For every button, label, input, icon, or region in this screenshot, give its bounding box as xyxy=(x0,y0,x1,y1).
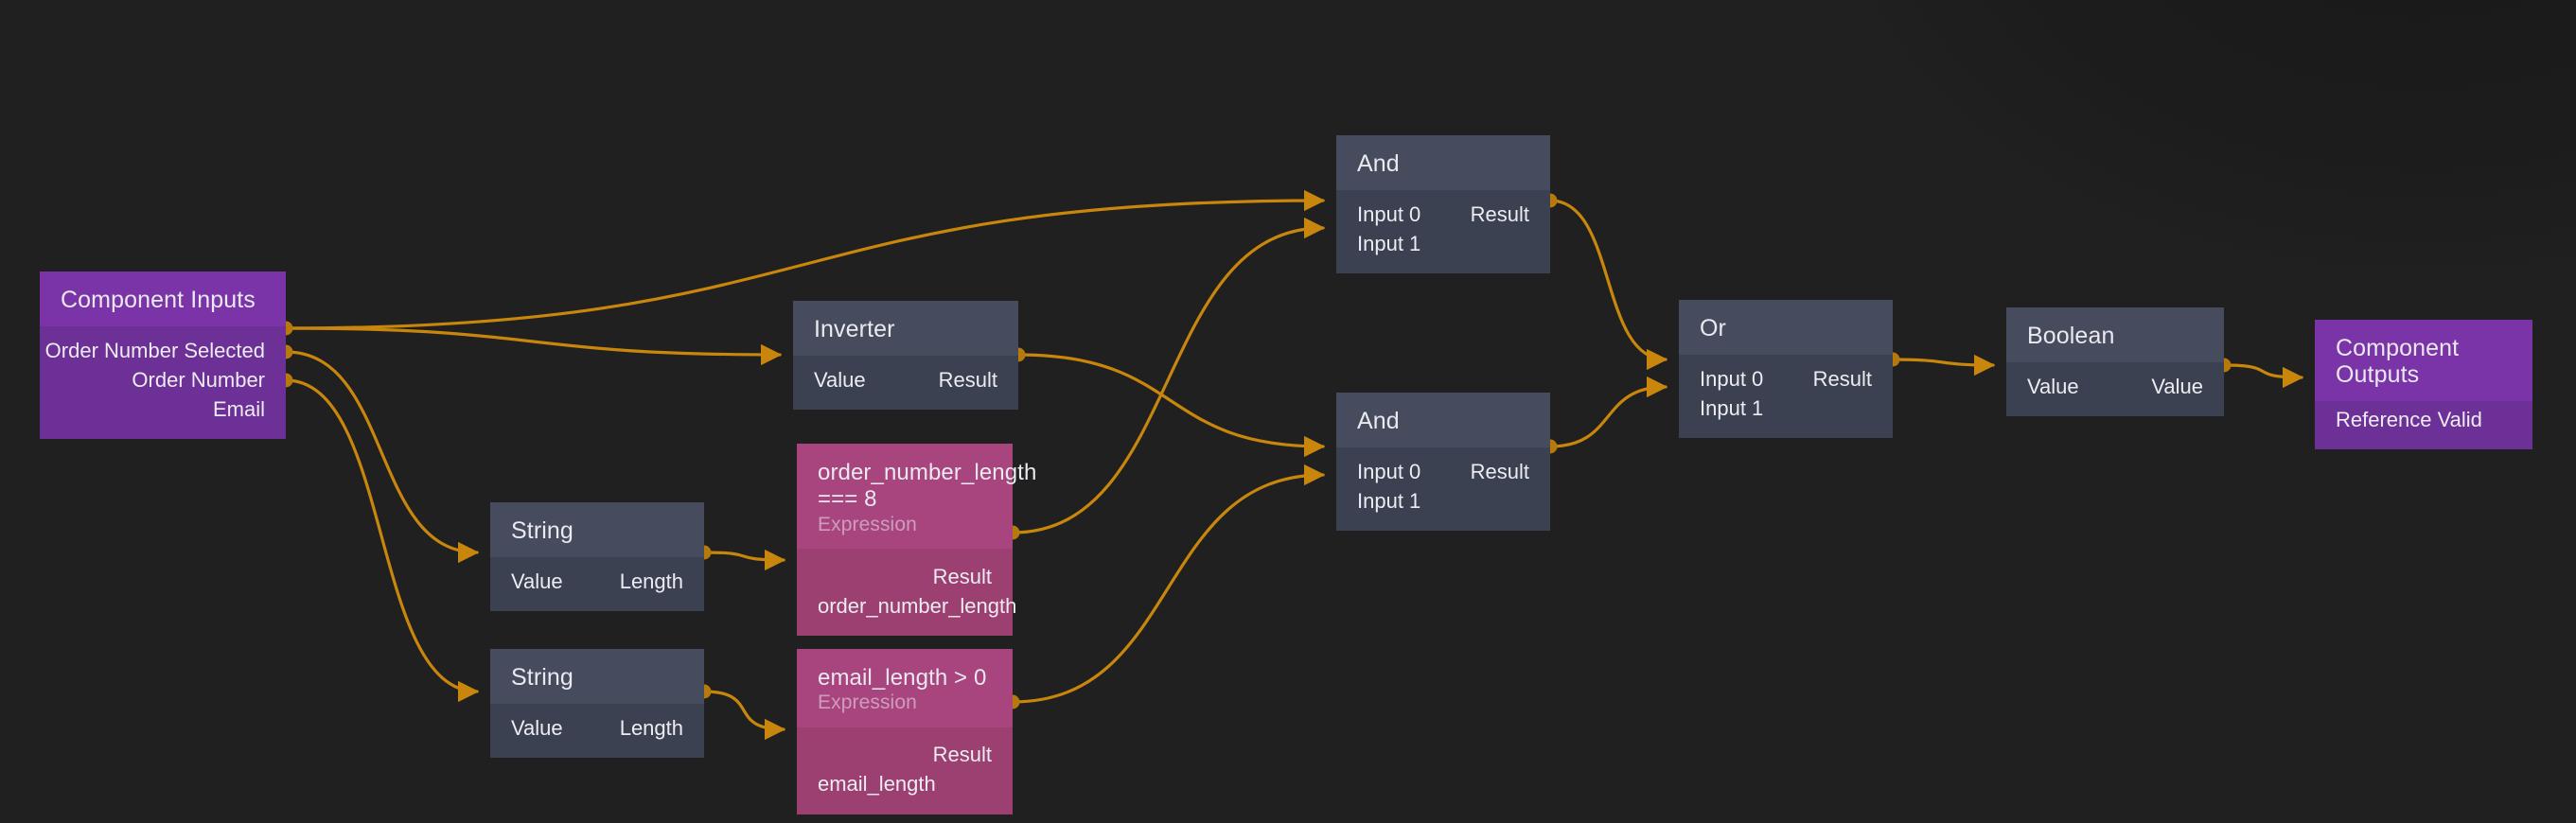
node-title: And xyxy=(1336,135,1550,190)
port-label: Order Number Selected xyxy=(44,338,265,362)
port-label: Result xyxy=(932,564,992,588)
connection-wire[interactable] xyxy=(1011,217,1326,534)
node-body: Input 0 Result Input 1 xyxy=(1679,355,1893,438)
port-row-value-length[interactable]: Value Length xyxy=(490,713,704,743)
node-title: String xyxy=(490,649,704,704)
port-in-email-length[interactable]: email_length xyxy=(797,770,1013,799)
port-out-order-number[interactable]: Order Number xyxy=(40,365,286,394)
connection-wire[interactable] xyxy=(2222,363,2304,389)
connection-wire[interactable] xyxy=(1548,376,1668,448)
node-body: Input 0 Result Input 1 xyxy=(1336,447,1550,531)
node-string-1[interactable]: String Value Length xyxy=(490,502,704,611)
node-expression-email-length[interactable]: email_length > 0 Expression Result email… xyxy=(797,649,1013,814)
port-label: Reference Valid xyxy=(2336,407,2482,431)
port-in-input-1[interactable]: Input 1 xyxy=(1679,394,1893,423)
node-body: Input 0 Result Input 1 xyxy=(1336,190,1550,273)
port-out-result[interactable]: Result xyxy=(797,562,1013,591)
node-title: email_length > 0 Expression xyxy=(797,649,1013,727)
node-expression-order-number-length[interactable]: order_number_length === 8 Expression Res… xyxy=(797,444,1036,637)
port-label: order_number_length xyxy=(818,593,1017,618)
port-label: Result xyxy=(932,743,992,767)
node-subtitle: Expression xyxy=(818,513,917,535)
port-dots-group xyxy=(278,193,2232,709)
expression-text: email_length > 0 xyxy=(818,665,987,691)
port-in-input-0-label: Input 0 xyxy=(1700,366,1764,391)
port-out-result-label: Result xyxy=(938,367,997,392)
port-row-input0-result[interactable]: Input 0 Result xyxy=(1679,364,1893,394)
port-out-length-label: Length xyxy=(619,569,683,593)
connection-wire[interactable] xyxy=(284,350,480,564)
port-in-value-label: Value xyxy=(511,569,563,593)
port-in-input-0-label: Input 0 xyxy=(1357,459,1421,483)
connection-wire[interactable] xyxy=(702,690,786,741)
port-in-value-label: Value xyxy=(2027,374,2079,398)
port-label: Order Number xyxy=(132,367,265,392)
port-in-value-label: Value xyxy=(814,367,866,392)
port-row-value-value[interactable]: Value Value xyxy=(2006,372,2224,401)
port-out-email[interactable]: Email xyxy=(40,394,286,424)
port-out-result-label: Result xyxy=(1470,459,1529,483)
node-title: Or xyxy=(1679,300,1893,355)
node-component-inputs[interactable]: Component Inputs Order Number Selected O… xyxy=(40,271,286,439)
node-body: Result order_number_length xyxy=(797,549,1017,637)
connection-wire[interactable] xyxy=(284,378,480,703)
port-in-input-1[interactable]: Input 1 xyxy=(1336,486,1550,516)
port-in-reference-valid[interactable]: Reference Valid xyxy=(2315,405,2532,434)
connection-wire[interactable] xyxy=(702,549,786,571)
port-out-result[interactable]: Result xyxy=(797,741,1013,770)
node-title: String xyxy=(490,502,704,557)
node-and-1[interactable]: And Input 0 Result Input 1 xyxy=(1336,135,1550,273)
node-inverter[interactable]: Inverter Value Result xyxy=(793,301,1018,410)
port-row-value-length[interactable]: Value Length xyxy=(490,567,704,596)
port-row-input0-result[interactable]: Input 0 Result xyxy=(1336,457,1550,486)
connection-wire[interactable] xyxy=(284,326,783,366)
port-out-result-label: Result xyxy=(1470,201,1529,226)
node-string-2[interactable]: String Value Length xyxy=(490,649,704,758)
node-body: Value Length xyxy=(490,557,704,611)
node-body: Result email_length xyxy=(797,727,1013,814)
node-title: Component Inputs xyxy=(40,271,286,326)
connection-wire[interactable] xyxy=(1891,354,1996,376)
port-in-value-label: Value xyxy=(511,715,563,740)
connection-wire[interactable] xyxy=(1011,464,1326,704)
port-out-length-label: Length xyxy=(619,715,683,740)
port-label: Input 1 xyxy=(1357,488,1421,513)
node-title: Inverter xyxy=(793,301,1018,356)
node-title: order_number_length === 8 Expression xyxy=(797,444,1036,550)
port-out-result-label: Result xyxy=(1812,366,1872,391)
node-component-outputs[interactable]: Component Outputs Reference Valid xyxy=(2315,320,2532,449)
node-title: And xyxy=(1336,393,1550,447)
port-label: email_length xyxy=(818,772,936,797)
node-body: Order Number Selected Order Number Email xyxy=(40,326,286,439)
node-boolean[interactable]: Boolean Value Value xyxy=(2006,307,2224,416)
connection-wire[interactable] xyxy=(1548,199,1668,371)
connection-wire[interactable] xyxy=(1016,353,1326,458)
node-title: Boolean xyxy=(2006,307,2224,362)
port-label: Input 1 xyxy=(1357,231,1421,255)
port-row-value-result[interactable]: Value Result xyxy=(793,365,1018,394)
port-in-order-number-length[interactable]: order_number_length xyxy=(797,591,1017,621)
node-and-2[interactable]: And Input 0 Result Input 1 xyxy=(1336,393,1550,531)
port-row-input0-result[interactable]: Input 0 Result xyxy=(1336,200,1550,229)
port-out-order-number-selected[interactable]: Order Number Selected xyxy=(40,336,286,365)
port-label: Input 1 xyxy=(1700,395,1764,420)
port-label: Email xyxy=(212,396,265,421)
node-body: Value Value xyxy=(2006,362,2224,416)
port-in-input-1[interactable]: Input 1 xyxy=(1336,229,1550,258)
node-or[interactable]: Or Input 0 Result Input 1 xyxy=(1679,300,1893,438)
expression-text: order_number_length === 8 xyxy=(818,460,1037,513)
node-subtitle: Expression xyxy=(818,692,917,714)
port-in-input-0-label: Input 0 xyxy=(1357,201,1421,226)
node-title: Component Outputs xyxy=(2315,320,2532,401)
node-body: Value Result xyxy=(793,356,1018,410)
node-body: Reference Valid xyxy=(2315,401,2532,449)
port-out-value-label: Value xyxy=(2151,374,2203,398)
node-body: Value Length xyxy=(490,704,704,758)
